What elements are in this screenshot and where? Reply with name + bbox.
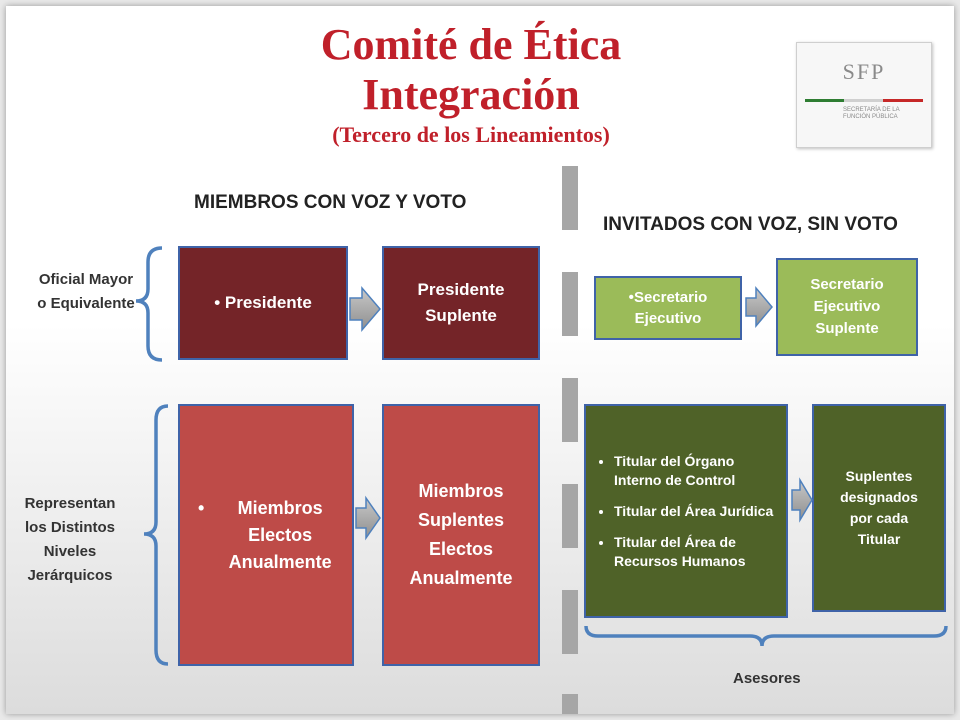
title-line3: (Tercero de los Lineamientos) <box>332 122 610 147</box>
divider-segment <box>562 378 578 442</box>
miembros-suplentes-box: Miembros Suplentes Electos Anualmente <box>382 404 540 666</box>
connectors-layer <box>135 246 948 666</box>
logo-acronym: SFP <box>842 59 886 84</box>
arrow-right-icon <box>745 285 773 329</box>
titulares-list: Titular del Órgano Interno de Control Ti… <box>590 452 776 571</box>
bracket-bottom-icon <box>143 404 169 666</box>
members-heading: MIEMBROS CON VOZ Y VOTO <box>194 192 467 213</box>
arrow-right-icon <box>791 477 813 523</box>
title-line2: Integración <box>362 70 580 119</box>
side-label-oficial-mayor: Oficial Mayor o Equivalente <box>37 271 135 312</box>
miembros-suplentes-label: Miembros Suplentes Electos Anualmente <box>409 481 513 588</box>
title-block: Comité de Ética Integración (Tercero de … <box>206 20 736 150</box>
divider-segment <box>562 166 578 230</box>
secretario-label: •Secretario Ejecutivo <box>612 287 724 329</box>
presidente-label: Presidente <box>224 293 312 312</box>
secretario-box: •Secretario Ejecutivo <box>594 276 742 340</box>
divider-segment <box>562 590 578 654</box>
asesores-label: Asesores <box>733 670 801 687</box>
divider-segment <box>562 694 578 714</box>
divider-segment <box>562 272 578 336</box>
logo-subtitle: SECRETARÍA DE LA FUNCIÓN PÚBLICA <box>843 107 900 120</box>
titular-item: Titular del Órgano Interno de Control <box>614 452 776 490</box>
logo-stripe <box>805 99 923 102</box>
secretario-suplente-box: Secretario Ejecutivo Suplente <box>776 258 918 356</box>
sfp-logo: SFP SECRETARÍA DE LA FUNCIÓN PÚBLICA <box>796 42 932 148</box>
titular-item: Titular del Área de Recursos Humanos <box>614 533 776 571</box>
miembros-box: • Miembros Electos Anualmente <box>178 404 354 666</box>
side-label-niveles: Representan los Distintos Niveles Jerárq… <box>24 495 116 584</box>
suplentes-designados-label: Suplentes designados por cada Titular <box>840 468 918 547</box>
bracket-asesores-icon <box>584 625 948 647</box>
miembros-label: Miembros Electos Anualmente <box>228 497 332 572</box>
arrow-right-icon <box>349 285 381 333</box>
titulares-box: Titular del Órgano Interno de Control Ti… <box>584 404 788 618</box>
suplentes-designados-box: Suplentes designados por cada Titular <box>812 404 946 612</box>
divider-segment <box>562 484 578 548</box>
title-line1: Comité de Ética <box>320 20 622 69</box>
presidente-box: • Presidente <box>178 246 348 360</box>
guests-heading: INVITADOS CON VOZ, SIN VOTO <box>603 214 898 235</box>
secretario-text: Secretario Ejecutivo <box>633 289 708 327</box>
bullet-dot: • <box>628 289 634 306</box>
arrow-right-icon <box>355 495 381 541</box>
presidente-suplente-box: Presidente Suplente <box>382 246 540 360</box>
bullet-dot: • <box>198 497 205 518</box>
presidente-suplente-label: Presidente Suplente <box>417 280 505 325</box>
secretario-suplente-label: Secretario Ejecutivo Suplente <box>810 276 884 337</box>
bullet-dot: • <box>214 293 225 312</box>
slide: Comité de Ética Integración (Tercero de … <box>6 6 954 714</box>
miembros-bullet-row: • Miembros Electos Anualmente <box>180 495 352 576</box>
bracket-top-icon <box>135 246 163 362</box>
titular-item: Titular del Área Jurídica <box>614 502 776 521</box>
